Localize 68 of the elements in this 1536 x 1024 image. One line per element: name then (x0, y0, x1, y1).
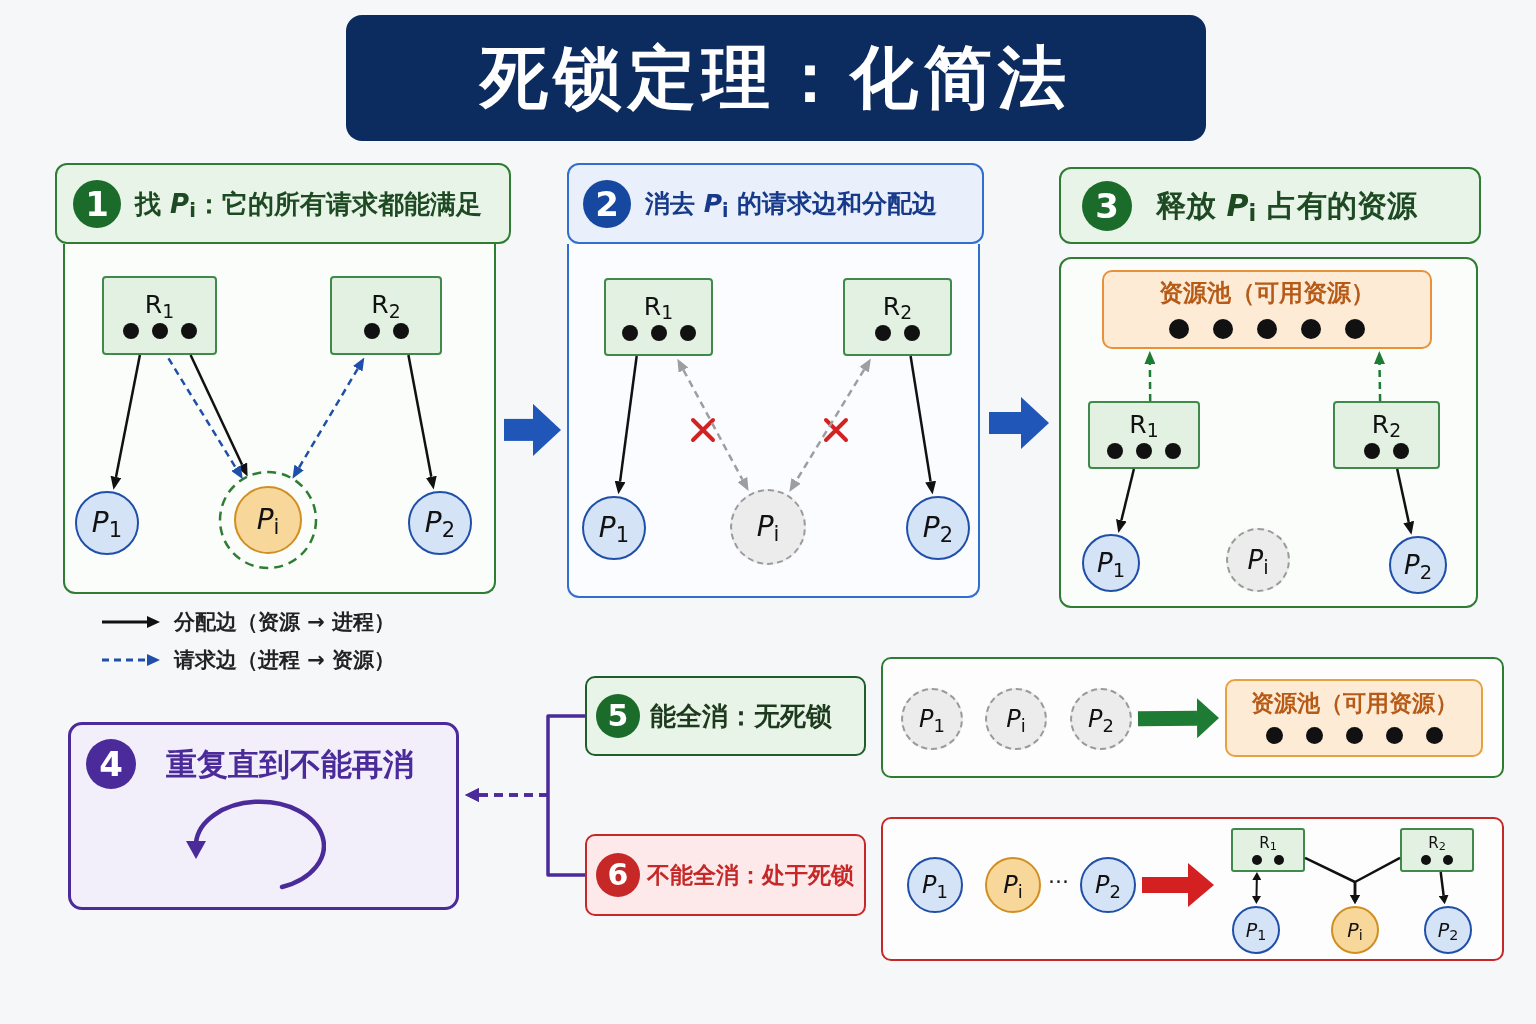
step-number: 3 (1082, 180, 1132, 231)
legend-text: 请求边（进程 → 资源） (174, 649, 396, 671)
resource-pool (1102, 270, 1432, 349)
dashed-arrow (167, 357, 243, 480)
step-title: 重复直到不能再消 (166, 745, 414, 784)
arrow (1350, 856, 1401, 904)
resource-label: R$_{2}$ (882, 293, 913, 319)
block-arrow (989, 397, 1049, 449)
resource-label: R$_{1}$ (144, 292, 175, 317)
arrow (189, 354, 248, 477)
legend-text: 分配边（资源 → 进程） (174, 611, 396, 633)
resource-box (1333, 401, 1440, 469)
dashed-arrow (465, 788, 585, 877)
step-panel (881, 657, 1504, 778)
step-title: 释放 P$_{i}$ 占有的资源 (1156, 190, 1417, 221)
outcome-box (585, 834, 866, 916)
resource-box (843, 278, 952, 356)
step-header (55, 163, 511, 244)
step-panel (1059, 257, 1478, 608)
step-number: 6 (596, 853, 640, 897)
resource-label: R$_{1}$ (1259, 835, 1277, 851)
block-arrow (1137, 698, 1219, 739)
dashed-arrow (1144, 351, 1156, 401)
dashed-arrow (677, 358, 749, 491)
step-number: 5 (596, 694, 640, 738)
resource-box (1088, 401, 1200, 469)
ellipsis: ··· (1048, 871, 1069, 893)
step-number: 2 (583, 179, 631, 228)
resource-label: R$_{2}$ (1371, 411, 1402, 437)
step-title: 找 P$_{i}$：它的所有请求都能满足 (135, 190, 482, 217)
resource-label: R$_{2}$ (371, 292, 401, 317)
resource-label: R$_{2}$ (1428, 835, 1446, 851)
step-panel (63, 244, 496, 594)
resource-label: R$_{1}$ (643, 293, 674, 319)
step-number: 4 (86, 739, 136, 789)
step-number: 1 (73, 179, 121, 228)
resource-box (1400, 828, 1474, 872)
block-arrow (1142, 863, 1214, 907)
arrow (909, 355, 937, 495)
pool-label: 资源池（可用资源） (1159, 280, 1375, 305)
dashed-arrow (789, 358, 871, 492)
outcome-box (585, 676, 866, 756)
step-title: 能全消：无死锁 (650, 703, 832, 729)
arrow (1438, 871, 1449, 905)
dashed-arrow (292, 357, 365, 479)
step-title: 消去 P$_{i}$ 的请求边和分配边 (645, 191, 938, 216)
resource-pool (1225, 679, 1483, 757)
resource-label: R$_{1}$ (1129, 411, 1159, 437)
step-header (1059, 167, 1481, 244)
arrow (1395, 468, 1415, 535)
resource-box (1231, 828, 1305, 872)
arrow (1252, 872, 1262, 904)
step-panel (881, 817, 1504, 961)
step-title: 不能全消：处于死锁 (647, 863, 854, 887)
arrow (407, 354, 437, 490)
step-panel (567, 244, 980, 598)
block-arrow (504, 403, 561, 456)
resource-box (102, 276, 217, 355)
step-box (68, 722, 459, 910)
arrow (614, 355, 638, 495)
resource-box (604, 278, 713, 356)
pool-label: 资源池（可用资源） (1250, 692, 1458, 715)
dashed-arrow (1374, 351, 1385, 402)
step-header (567, 163, 984, 244)
title-banner: 死锁定理：化简法 (346, 15, 1206, 141)
arrow (110, 354, 142, 490)
arrow (1116, 468, 1136, 533)
resource-box (330, 276, 442, 355)
